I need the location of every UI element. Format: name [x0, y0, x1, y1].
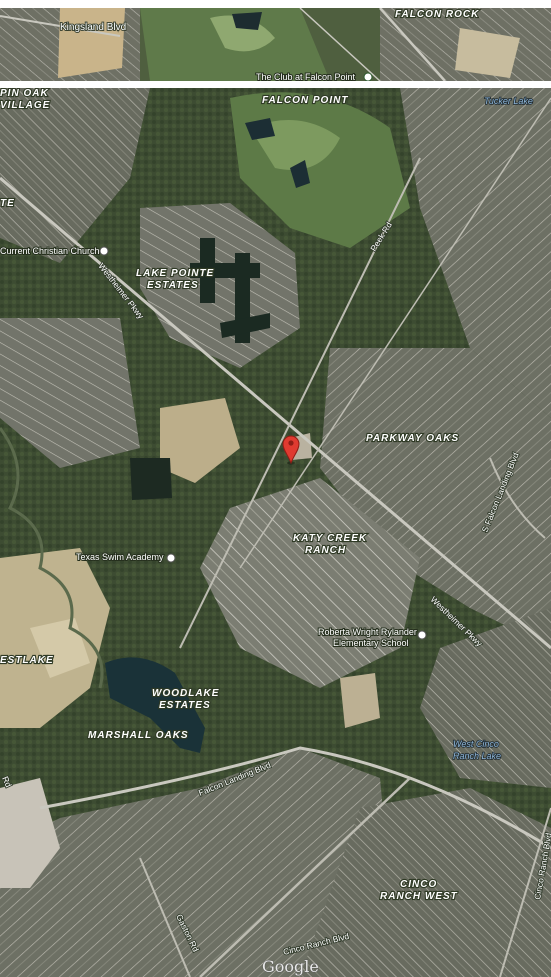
neighborhood-label: VILLAGE: [0, 100, 50, 111]
neighborhood-label: ESTATES: [159, 700, 211, 711]
place-label: Elementary School: [333, 638, 409, 648]
water-label: West Cinco: [453, 739, 499, 749]
location-marker-icon[interactable]: [282, 435, 300, 465]
golf-icon: [363, 72, 373, 81]
map-preview-strip[interactable]: Kingsland Blvd FALCON ROCK The Club at F…: [0, 8, 551, 81]
neighborhood-label: PIN OAK: [0, 88, 49, 99]
map-strip-svg: Kingsland Blvd FALCON ROCK The Club at F…: [0, 8, 551, 81]
church-icon: [99, 246, 109, 256]
place-label: Texas Swim Academy: [76, 552, 164, 562]
school-icon: [417, 630, 427, 640]
neighborhood-label: FALCON ROCK: [395, 9, 479, 20]
place-label: Current Christian Church: [0, 246, 100, 256]
neighborhood-label: ESTLAKE: [0, 655, 54, 666]
neighborhood-label: KATY CREEK: [293, 533, 367, 544]
map-svg: PIN OAK VILLAGE FALCON POINT TE LAKE POI…: [0, 88, 551, 977]
neighborhood-label: FALCON POINT: [262, 95, 348, 106]
neighborhood-label: TE: [0, 198, 15, 209]
neighborhood-label: RANCH WEST: [380, 891, 458, 902]
google-attribution: Google: [262, 957, 319, 976]
water-label: Ranch Lake: [453, 751, 501, 761]
place-label: Roberta Wright Rylander: [318, 627, 417, 637]
neighborhood-label: RANCH: [305, 545, 346, 556]
neighborhood-label: CINCO: [400, 879, 437, 890]
neighborhood-label: PARKWAY OAKS: [366, 433, 459, 444]
neighborhood-label: ESTATES: [147, 280, 199, 291]
neighborhood-label: WOODLAKE: [152, 688, 219, 699]
pool-icon: [166, 553, 176, 563]
neighborhood-label: LAKE POINTE: [136, 268, 214, 279]
place-label: The Club at Falcon Point: [256, 72, 356, 81]
satellite-map[interactable]: PIN OAK VILLAGE FALCON POINT TE LAKE POI…: [0, 88, 551, 977]
neighborhood-label: MARSHALL OAKS: [88, 730, 189, 741]
road-label: Kingsland Blvd: [60, 22, 126, 33]
water-label: Tucker Lake: [484, 96, 533, 106]
